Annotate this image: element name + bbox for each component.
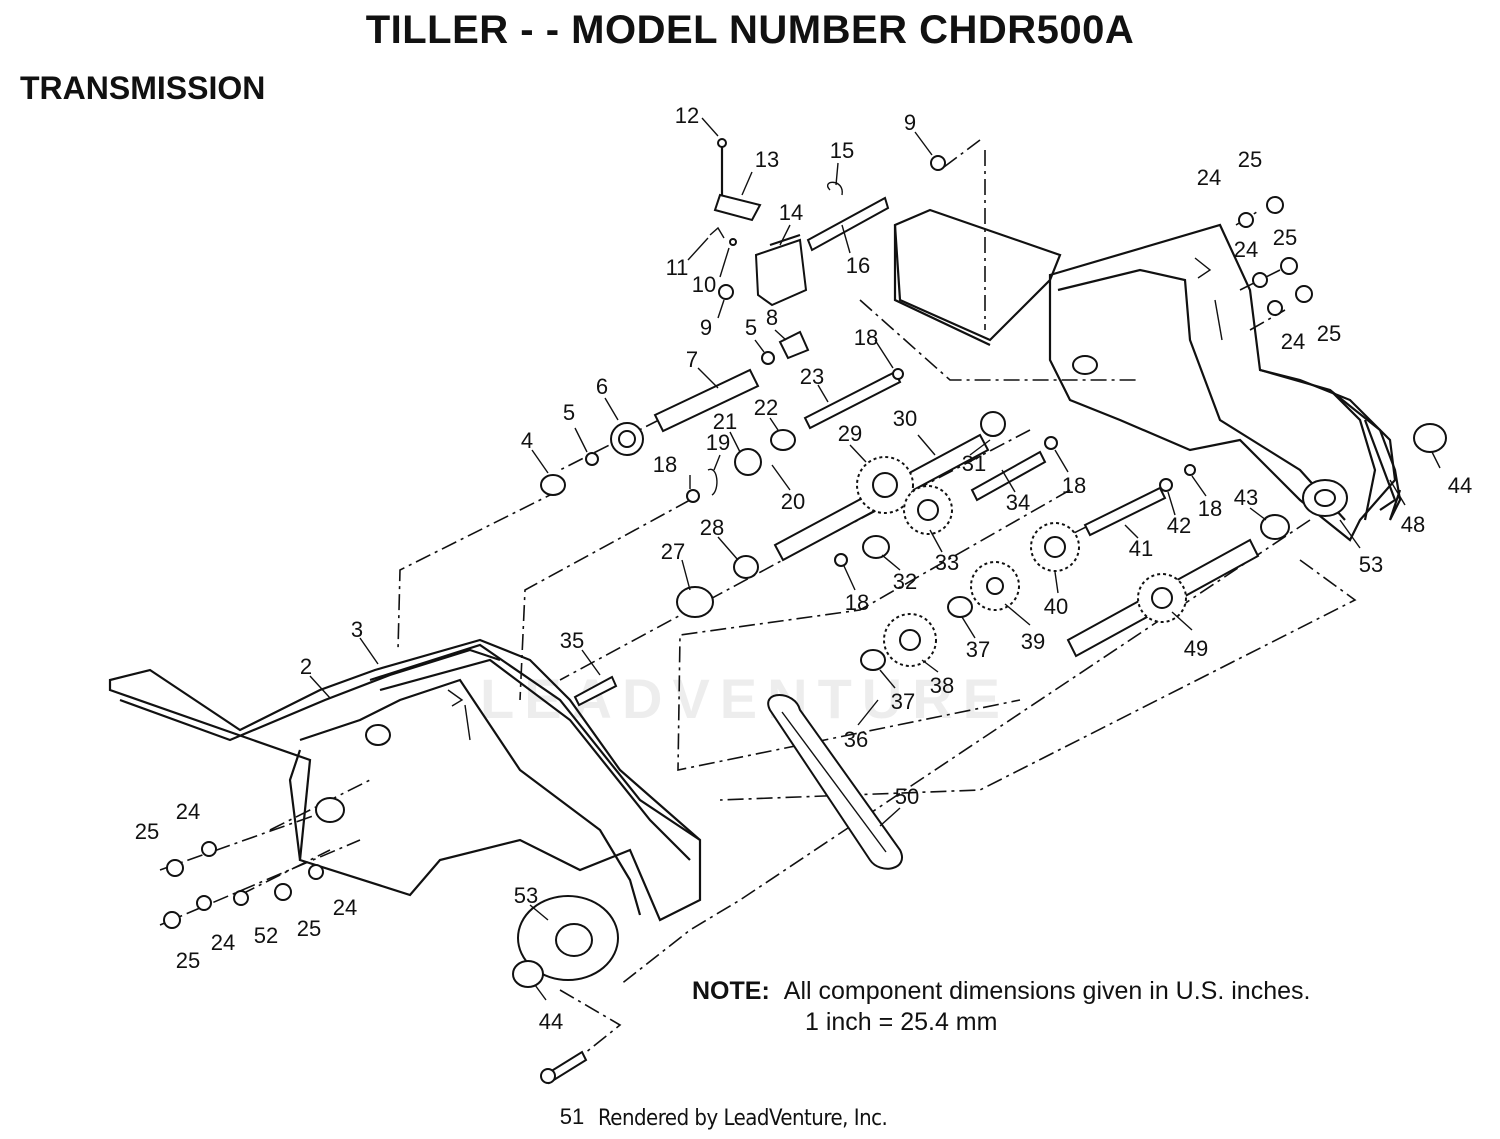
callout-48: 48	[1400, 512, 1426, 537]
callout-11: 11	[665, 255, 689, 280]
callout-27: 27	[660, 539, 686, 564]
callout-16: 16	[845, 253, 871, 278]
callout-24: 24	[1233, 237, 1259, 262]
callout-51: 51	[559, 1104, 585, 1129]
callout-42: 42	[1166, 513, 1192, 538]
callout-19: 19	[705, 430, 731, 455]
callout-18: 18	[844, 590, 870, 615]
callout-50: 50	[894, 784, 920, 809]
callout-9: 9	[699, 315, 713, 340]
callout-41: 41	[1128, 536, 1154, 561]
callout-35: 35	[559, 628, 585, 653]
callout-8: 8	[765, 305, 779, 330]
callout-25: 25	[134, 819, 160, 844]
callout-18: 18	[1197, 496, 1223, 521]
callout-18: 18	[853, 325, 879, 350]
callout-40: 40	[1043, 594, 1069, 619]
dimension-note: NOTE: All component dimensions given in U…	[692, 976, 1310, 1038]
callout-10: 10	[691, 272, 717, 297]
callout-18: 18	[652, 452, 678, 477]
callout-9: 9	[903, 110, 917, 135]
page-title: TILLER - - MODEL NUMBER CHDR500A	[365, 8, 1135, 52]
note-line-1: All component dimensions given in U.S. i…	[783, 977, 1311, 1005]
callout-24: 24	[210, 930, 236, 955]
callout-38: 38	[929, 673, 955, 698]
callout-43: 43	[1233, 485, 1259, 510]
callout-37: 37	[890, 689, 916, 714]
callout-24: 24	[175, 799, 201, 824]
callout-52: 52	[253, 923, 279, 948]
callout-24: 24	[1196, 165, 1222, 190]
callout-44: 44	[538, 1009, 564, 1034]
callout-18: 18	[1061, 473, 1087, 498]
callout-30: 30	[892, 406, 918, 431]
callout-44: 44	[1447, 473, 1473, 498]
callout-25: 25	[1316, 321, 1342, 346]
callout-23: 23	[799, 364, 825, 389]
callout-53: 53	[1358, 552, 1384, 577]
callout-29: 29	[837, 421, 863, 446]
callout-25: 25	[296, 916, 322, 941]
callout-20: 20	[780, 489, 806, 514]
callout-24: 24	[332, 895, 358, 920]
callout-49: 49	[1183, 636, 1209, 661]
callout-6: 6	[595, 374, 609, 399]
callout-7: 7	[685, 347, 699, 372]
callout-22: 22	[753, 395, 779, 420]
callout-32: 32	[892, 569, 918, 594]
callout-24: 24	[1280, 329, 1306, 354]
callout-31: 31	[961, 451, 987, 476]
note-label: NOTE:	[692, 977, 770, 1005]
render-credit: Rendered by LeadVenture, Inc.	[598, 1106, 888, 1131]
callout-12: 12	[674, 103, 700, 128]
callout-34: 34	[1005, 490, 1031, 515]
callout-36: 36	[843, 727, 869, 752]
callout-25: 25	[1272, 225, 1298, 250]
callout-15: 15	[829, 138, 855, 163]
callout-25: 25	[175, 948, 201, 973]
watermark-text: LEADVENTURE	[480, 667, 1011, 730]
callout-53: 53	[513, 883, 539, 908]
callout-2: 2	[299, 654, 313, 679]
callout-4: 4	[520, 428, 534, 453]
callout-33: 33	[934, 550, 960, 575]
callout-28: 28	[699, 515, 725, 540]
section-title: TRANSMISSION	[20, 70, 266, 106]
callout-37: 37	[965, 637, 991, 662]
callout-14: 14	[778, 200, 804, 225]
note-line-2: 1 inch = 25.4 mm	[805, 1008, 998, 1036]
callout-3: 3	[350, 617, 364, 642]
callout-21: 21	[712, 409, 738, 434]
callout-5: 5	[744, 315, 758, 340]
callout-5: 5	[562, 400, 576, 425]
callout-39: 39	[1020, 629, 1046, 654]
callout-25: 25	[1237, 147, 1263, 172]
callout-13: 13	[754, 147, 780, 172]
